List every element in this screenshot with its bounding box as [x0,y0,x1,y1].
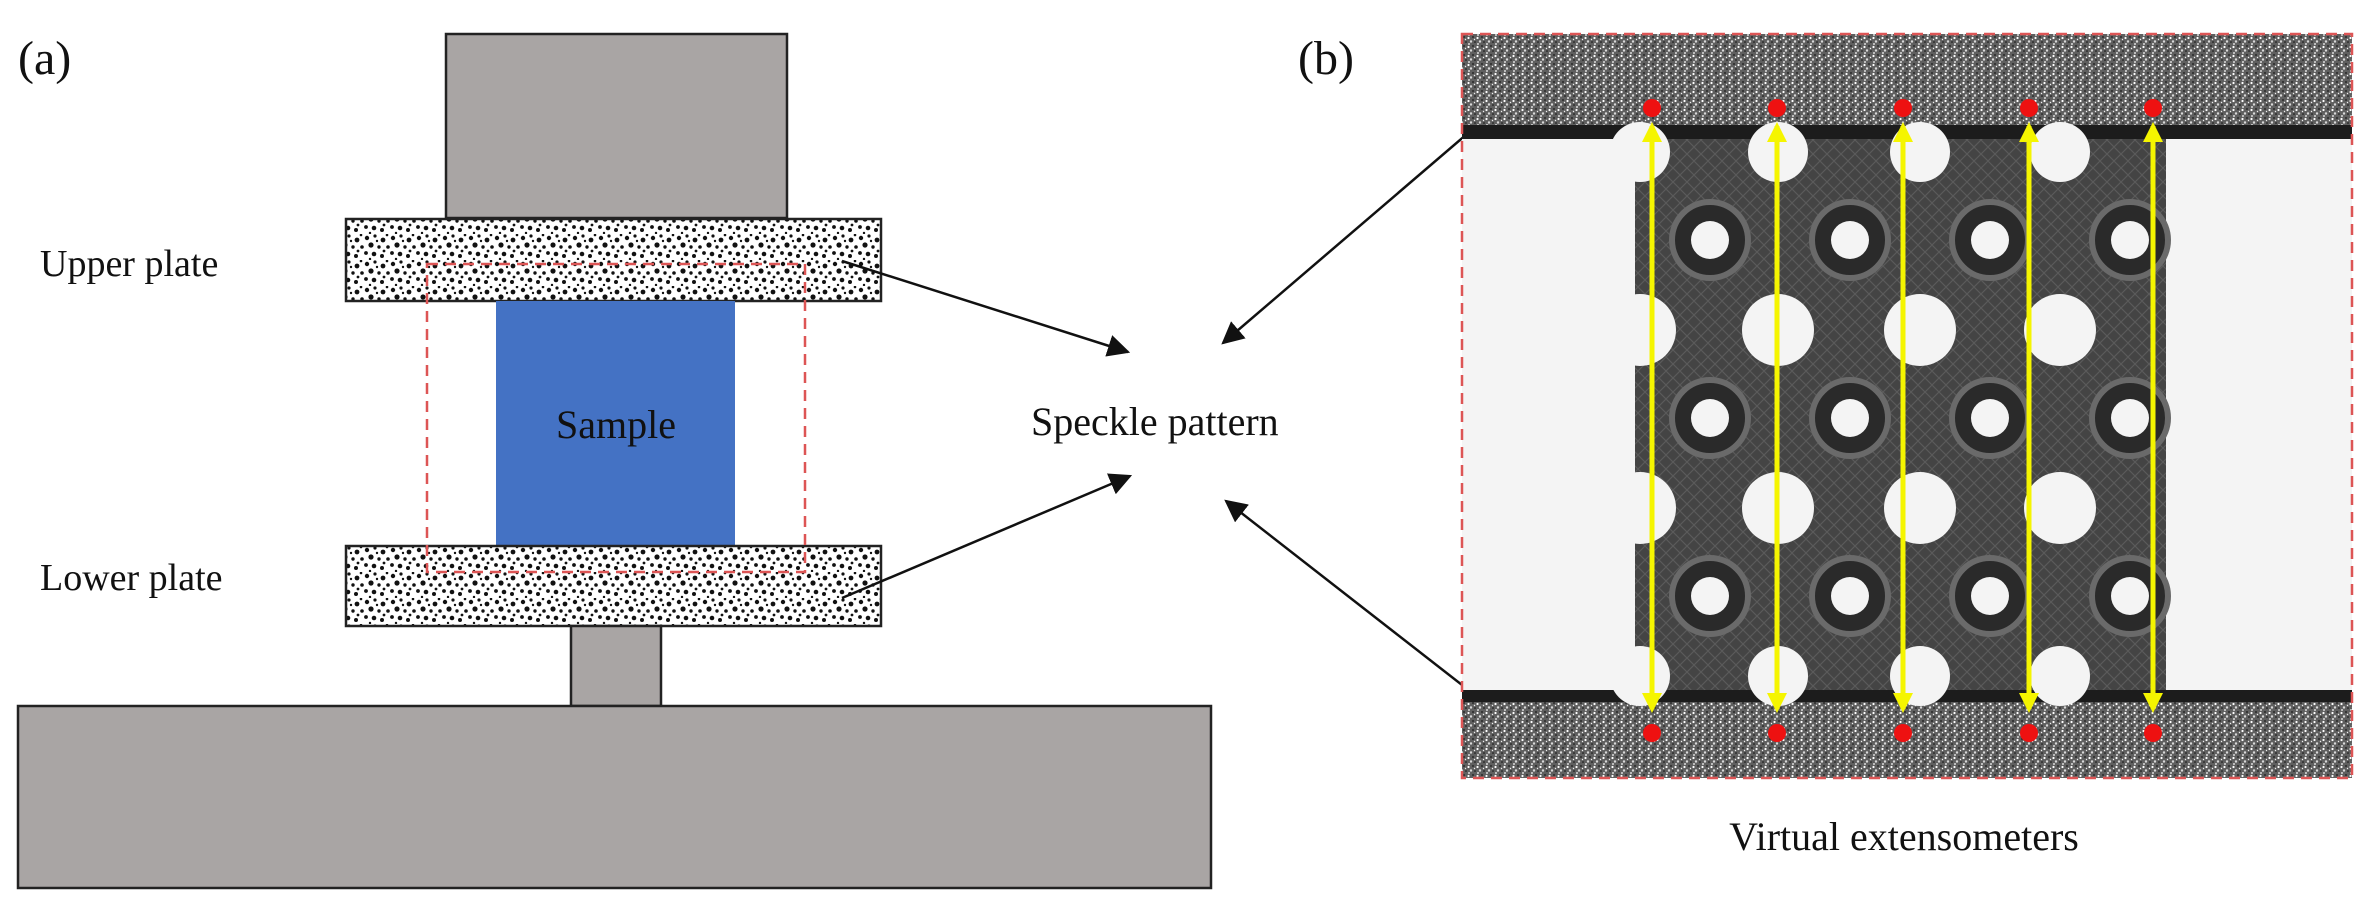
speckle-callout: Speckle pattern [841,115,1531,739]
extensometer-top-marker [1643,99,1661,117]
dic-photo [1462,34,2352,778]
upper-plate [344,217,883,303]
lower-plate [344,544,883,628]
photo-upper-plate [1462,34,2352,134]
machine-base [16,704,1213,890]
load-cell-stem [569,624,663,708]
extensometer-bottom-marker [1643,724,1661,742]
roi-dashed-box [425,262,807,574]
panel-b: (b) [1298,32,2354,859]
panel-b-label: (b) [1298,32,1354,85]
extensometer-bottom-marker [2020,724,2038,742]
extensometer-top-marker [2020,99,2038,117]
extensometer-top-marker [1768,99,1786,117]
panel-a: (a) Upper plate Sample Lower plate [16,32,1213,890]
arrow-lower-plate [841,473,1133,600]
sample [496,301,735,546]
panel-a-label: (a) [18,32,71,85]
extensometer-5 [2143,99,2163,742]
extensometer-1 [1642,99,1662,742]
extensometer-top-marker [1894,99,1912,117]
upper-crosshead [444,32,789,220]
extensometer-bottom-marker [1768,724,1786,742]
extensometer-2 [1767,99,1787,742]
photo-dashed-frame [1460,32,2354,780]
upper-plate-label: Upper plate [40,243,218,285]
arrow-photo-top [1221,115,1489,345]
extensometer-top-marker [2144,99,2162,117]
arrow-upper-plate [841,259,1131,357]
extensometer-4 [2019,99,2039,742]
sample-label: Sample [556,402,676,447]
lattice-sample [1604,122,2171,706]
speckle-pattern-label: Speckle pattern [1031,399,1279,444]
extensometer-3 [1893,99,1913,742]
lower-plate-label: Lower plate [40,557,223,599]
virtual-extensometers-caption: Virtual extensometers [1729,814,2079,859]
virtual-extensometers [1642,99,2163,742]
extensometer-bottom-marker [2144,724,2162,742]
extensometer-bottom-marker [1894,724,1912,742]
